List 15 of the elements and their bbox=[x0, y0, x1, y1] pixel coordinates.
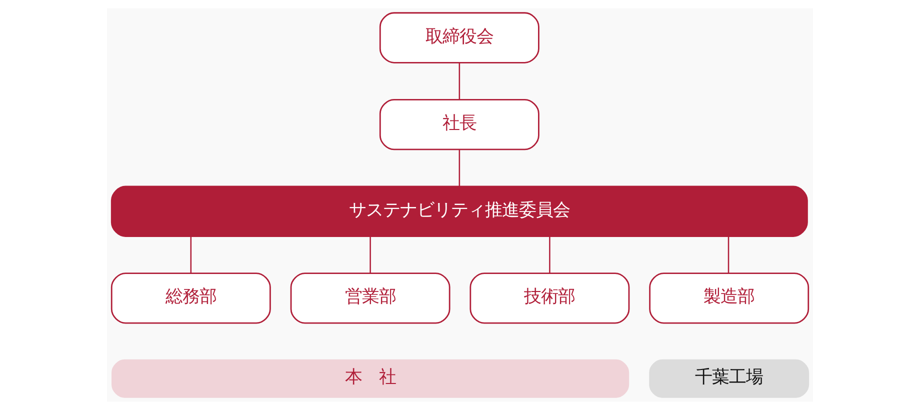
node-box: 社長 bbox=[379, 98, 540, 150]
node-box: 本 社 bbox=[112, 359, 630, 398]
node-box: 製造部 bbox=[649, 272, 810, 324]
connector bbox=[728, 236, 730, 274]
node-box: サステナビリティ推進委員会 bbox=[110, 186, 808, 237]
connector bbox=[370, 236, 371, 274]
node-box: 営業部 bbox=[290, 272, 450, 324]
connector bbox=[190, 236, 192, 274]
connector bbox=[458, 62, 460, 100]
connector bbox=[549, 236, 550, 274]
connector bbox=[458, 150, 460, 186]
node-box: 総務部 bbox=[110, 272, 271, 324]
node-box: 取締役会 bbox=[379, 12, 540, 64]
node-box: 千葉工場 bbox=[649, 359, 810, 398]
node-box: 技術部 bbox=[470, 272, 630, 324]
